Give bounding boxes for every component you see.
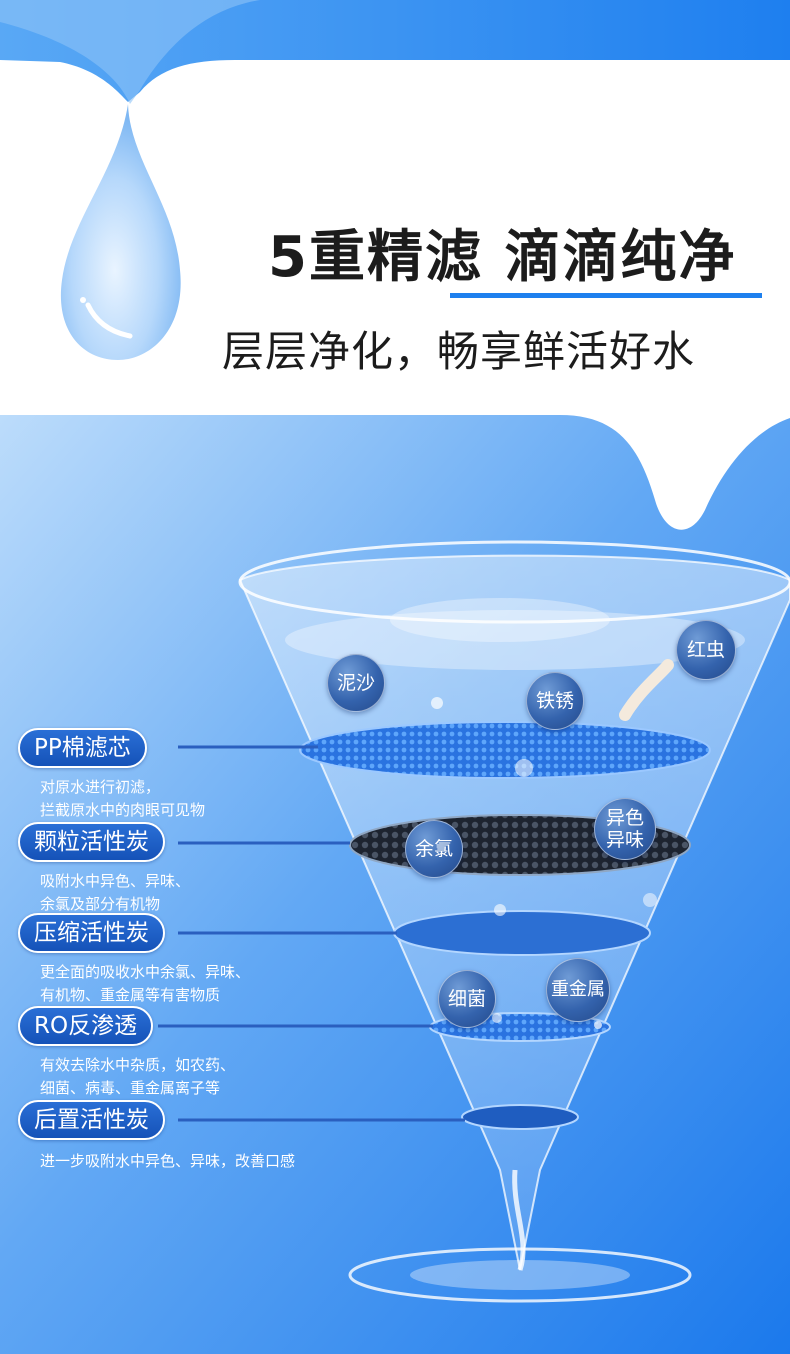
stage-description: 对原水进行初滤， 拦截原水中的肉眼可见物: [40, 776, 370, 822]
stage-label: 颗粒活性炭: [18, 822, 165, 862]
stage-description-line: 进一步吸附水中异色、异味，改善口感: [40, 1152, 296, 1170]
contaminant-rust: 铁锈: [526, 672, 584, 730]
water-drop-icon: [0, 0, 790, 360]
stage-label: 后置活性炭: [18, 1100, 165, 1140]
stage-description-line: 对原水进行初滤，: [40, 778, 161, 796]
page-subtitle: 层层净化，畅享鲜活好水: [222, 327, 696, 376]
contaminant-color-odor: 异色 异味: [594, 798, 656, 860]
stage-description-line: 拦截原水中的肉眼可见物: [40, 801, 206, 819]
contaminant-chlorine: 余氯: [405, 820, 463, 878]
stage-description: 进一步吸附水中异色、异味，改善口感: [40, 1150, 370, 1173]
stage-description-line: 吸附水中异色、异味、: [40, 872, 191, 890]
contaminant-heavy-metal: 重金属: [546, 958, 610, 1022]
contaminant-red-worm: 红虫: [676, 620, 736, 680]
title-underline: [450, 293, 762, 298]
stage-description: 有效去除水中杂质，如农药、 细菌、病毒、重金属离子等: [40, 1054, 370, 1100]
stage-description: 吸附水中异色、异味、 余氯及部分有机物: [40, 870, 370, 916]
filter-funnel-icon: [0, 415, 790, 1354]
stage-description-line: 细菌、病毒、重金属离子等: [40, 1079, 221, 1097]
stage-description-line: 更全面的吸收水中余氯、异味、: [40, 963, 251, 981]
stage-label: 压缩活性炭: [18, 913, 165, 953]
stage-description-line: 余氯及部分有机物: [40, 895, 161, 913]
stage-label: PP棉滤芯: [18, 728, 147, 768]
contaminant-color-odor-label: 异色 异味: [605, 807, 644, 851]
contaminant-sand: 泥沙: [327, 654, 385, 712]
contaminant-bacteria: 细菌: [438, 970, 496, 1028]
stage-description-line: 有机物、重金属等有害物质: [40, 986, 221, 1004]
stage-label: RO反渗透: [18, 1006, 154, 1046]
stage-description: 更全面的吸收水中余氯、异味、 有机物、重金属等有害物质: [40, 961, 370, 1007]
page-title: 5重精滤 滴滴纯净: [268, 225, 737, 290]
stage-description-line: 有效去除水中杂质，如农药、: [40, 1056, 236, 1074]
